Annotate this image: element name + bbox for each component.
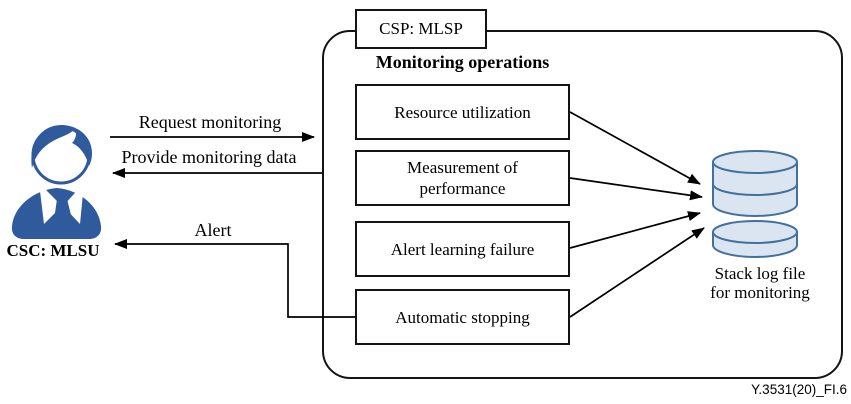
person-icon — [11, 124, 102, 239]
operation-box-automatic-stopping: Automatic stopping — [355, 289, 570, 345]
provide-monitoring-data-label: Provide monitoring data — [121, 147, 297, 167]
operations-heading: Monitoring operations — [375, 52, 550, 72]
alert-label: Alert — [194, 220, 232, 240]
datastore-label-line2: for monitoring — [710, 283, 810, 302]
datastore-label: Stack log file for monitoring — [685, 264, 835, 302]
automatic-stopping-to-log-arrow — [569, 227, 705, 318]
operation-label: Resource utilization — [394, 102, 531, 122]
operation-label: Measurement of performance — [407, 158, 518, 198]
alert-arrow — [114, 239, 356, 318]
measurement-to-log-arrow — [569, 177, 703, 201]
alert-failure-to-log-arrow — [569, 211, 701, 249]
operation-label: Automatic stopping — [395, 307, 530, 327]
resource-utilization-to-log-arrow — [569, 111, 701, 185]
provider-label-box: CSP: MLSP — [355, 9, 487, 49]
database-icon — [712, 150, 798, 258]
operation-label: Alert learning failure — [390, 239, 535, 259]
actor-label: CSC: MLSU — [6, 241, 100, 260]
operation-box-measurement-of-performance: Measurement of performance — [355, 150, 570, 206]
operation-box-alert-learning-failure: Alert learning failure — [355, 221, 570, 277]
request-monitoring-label: Request monitoring — [138, 112, 282, 132]
figure-number: Y.3531(20)_FI.6 — [751, 382, 847, 397]
operation-box-resource-utilization: Resource utilization — [355, 84, 570, 140]
provider-label: CSP: MLSP — [379, 19, 463, 38]
datastore-label-line1: Stack log file — [714, 264, 806, 283]
